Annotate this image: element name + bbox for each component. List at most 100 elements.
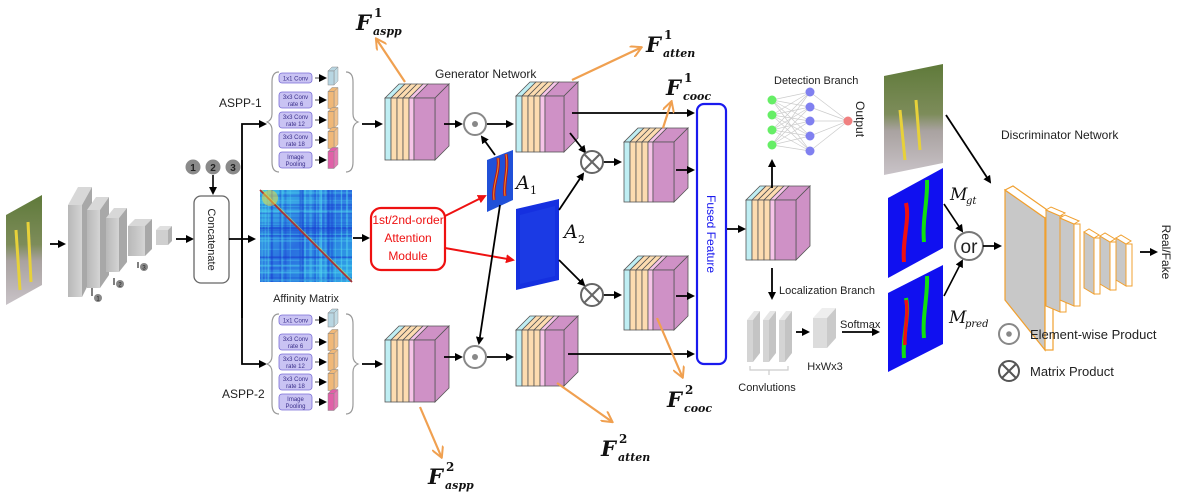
svg-text:1: 1 <box>664 28 672 42</box>
f-atten2-label: F 2 atten <box>600 432 650 464</box>
stage-badge-2: 2 <box>210 163 216 174</box>
aspp-output-slice <box>327 106 339 130</box>
attention-map-a2 <box>516 199 559 290</box>
hidden-neuron <box>805 116 815 126</box>
svg-text:1: 1 <box>530 184 537 197</box>
aspp-op-line1: 1x1 Conv <box>283 319 308 325</box>
aspp-op-line2: rate 6 <box>288 344 304 350</box>
affinity-matrix-label: Affinity Matrix <box>273 293 339 305</box>
aspp1-label: ASPP-1 <box>219 96 262 110</box>
aspp-op-line1: 3x3 Conv <box>283 95 308 101</box>
affinity-matrix <box>259 189 353 283</box>
localization-output-block <box>813 308 836 348</box>
aspp-op-line2: Pooling <box>285 162 305 168</box>
mask-pred <box>888 265 943 372</box>
arrow-mpred-to-or <box>943 259 963 297</box>
elementwise-product-node-bottom <box>463 345 487 369</box>
tap-badge-1 <box>94 294 102 302</box>
input-neuron <box>767 140 777 150</box>
aspp-op-line1: 3x3 Conv <box>283 357 308 363</box>
svg-text:2: 2 <box>446 460 454 474</box>
aspp-output-slice <box>327 86 339 110</box>
attention-module-line1: 1st/2nd-order <box>372 213 443 227</box>
svg-text:M: M <box>948 308 967 328</box>
svg-text:atten: atten <box>618 451 650 464</box>
feature-stack-aspp1 <box>384 83 450 161</box>
tap-badge-3-text: 3 <box>142 266 146 272</box>
aspp-op-line2: Pooling <box>285 404 305 410</box>
svg-text:2: 2 <box>619 432 627 446</box>
svg-text:2: 2 <box>685 383 693 397</box>
aspp-op-line1: Image <box>287 155 304 161</box>
arrow-mgt-to-or <box>943 203 964 233</box>
aspp-op-0: 1x1 Conv <box>278 66 339 86</box>
aspp-output-slice <box>327 328 339 352</box>
svg-text:A: A <box>514 172 530 194</box>
hidden-neuron <box>805 146 815 156</box>
aspp-op-line1: Image <box>287 397 304 403</box>
f-cooc1-label: F 1 cooc <box>665 71 711 103</box>
discriminator-input-image <box>884 64 943 175</box>
legend-elementwise-icon <box>998 323 1020 345</box>
hxwx3-label: HxWx3 <box>807 361 842 373</box>
feature-stack-fused <box>745 185 811 261</box>
aspp-op-line2: rate 12 <box>286 364 305 370</box>
elementwise-product-node-top <box>463 112 487 136</box>
svg-text:F: F <box>665 75 683 100</box>
aspp-output-slice <box>327 146 339 170</box>
legend-matrix-label: Matrix Product <box>1030 364 1114 379</box>
attention-module-line3: Module <box>388 249 428 263</box>
aspp-output-slice <box>327 368 339 392</box>
stage-badge-3: 3 <box>230 163 236 174</box>
input-neuron <box>767 125 777 135</box>
or-node: or <box>954 231 984 261</box>
discriminator-layer <box>1099 232 1117 291</box>
concatenate-block: Concatenate <box>193 195 230 284</box>
svg-text:gt: gt <box>966 196 977 207</box>
input-neuron <box>767 110 777 120</box>
matrix-product-node-top <box>580 150 604 174</box>
feature-stack-cooc2 <box>623 255 689 331</box>
real-fake-label: Real/Fake <box>1159 225 1173 280</box>
arrow-image-to-discriminator <box>945 114 992 184</box>
svg-text:F: F <box>645 32 663 57</box>
legend-elementwise-label: Element-wise Product <box>1030 327 1157 342</box>
stage-badges: 1 2 3 <box>185 159 241 175</box>
discriminator-layer <box>1115 234 1133 287</box>
svg-text:2: 2 <box>578 233 585 246</box>
f-cooc2-label: F 2 cooc <box>666 383 712 415</box>
feature-stack-atten1 <box>515 81 579 153</box>
feature-stack-cooc1 <box>623 127 689 203</box>
output-neuron <box>843 116 853 126</box>
feature-stack-aspp2 <box>384 325 450 403</box>
detection-branch-label: Detection Branch <box>774 75 858 87</box>
aspp-op-0: 1x1 Conv <box>278 308 339 328</box>
detection-network <box>767 87 853 156</box>
backbone-taps: 1 2 3 <box>91 262 148 303</box>
discriminator-layer <box>1058 214 1081 307</box>
aspp-output-slice <box>327 388 339 412</box>
f-aspp1-label: F 1 aspp <box>355 6 402 38</box>
legend-matrix-icon <box>998 360 1020 382</box>
softmax-label: Softmax <box>840 319 881 331</box>
discriminator-layer <box>1083 228 1101 295</box>
arrow-attention-to-a2 <box>444 247 515 264</box>
fused-feature-block: Fused Feature <box>695 102 728 366</box>
svg-text:F: F <box>666 387 684 412</box>
or-label: or <box>961 237 979 258</box>
aspp-op-line2: rate 18 <box>286 384 305 390</box>
svg-text:atten: atten <box>663 47 695 60</box>
attention-module: 1st/2nd-order Attention Module <box>369 206 447 272</box>
legend: Element-wise Product Matrix Product <box>998 323 1157 382</box>
svg-text:1: 1 <box>684 71 692 85</box>
svg-text:pred: pred <box>965 319 989 330</box>
hidden-neuron <box>805 131 815 141</box>
